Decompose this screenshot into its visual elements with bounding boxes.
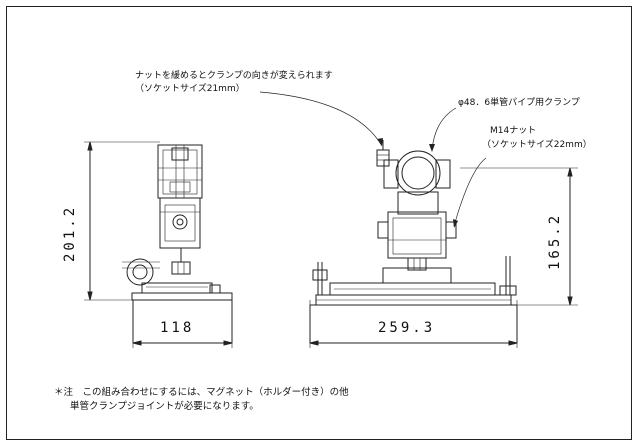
left-holder [141, 282, 213, 294]
m14-nut-label: M14ナット [490, 126, 537, 136]
left-width-value: 118 [160, 320, 195, 336]
leader-m14-nut [453, 157, 487, 227]
left-clamp-nut [171, 147, 189, 161]
right-clamp-neck [397, 191, 439, 215]
left-base-plate [131, 292, 233, 301]
left-height-arrow-top [87, 141, 93, 151]
left-bolt [172, 214, 188, 230]
leader-lines [259, 91, 487, 228]
nut-note-line2: （ソケットサイズ21mm） [135, 84, 245, 94]
right-width-value: 259.3 [378, 320, 436, 336]
right-m14-nut [445, 221, 457, 239]
pipe-clamp-label: φ48．6単管パイプ用クランプ [458, 98, 580, 108]
right-height-value: 165.2 [547, 212, 563, 270]
left-knob [209, 284, 221, 294]
left-post-nut [171, 261, 191, 275]
right-bracket [387, 211, 447, 259]
right-pipe-clamp [395, 150, 441, 196]
right-view [309, 140, 578, 348]
left-clamp [157, 144, 203, 199]
footnote-line2: 単管クランプジョイントが必要になります。 [70, 401, 259, 412]
leader-nut-note [259, 91, 383, 147]
leader-pipe-clamp [431, 107, 457, 151]
left-bracket [159, 197, 201, 249]
left-view [84, 141, 233, 348]
drawing-frame [6, 6, 632, 440]
left-height-value: 201.2 [62, 204, 78, 262]
right-clamp-hinge [383, 159, 399, 189]
m14-socket-size-label: （ソケットサイズ22mm） [482, 140, 592, 150]
right-adjust-nut [376, 149, 390, 167]
right-clamp-lock [435, 159, 451, 189]
right-bracket-bolt-left [377, 221, 389, 239]
right-height-arrow-top [567, 167, 573, 177]
right-height-arrow-bottom [567, 296, 573, 306]
footnote-line1: ＊注 この組み合わせにするには、マグネット（ホルダー付き）の他 [54, 387, 349, 398]
left-height-arrow-bottom [87, 291, 93, 301]
left-wheel [126, 258, 154, 286]
right-stand-base [382, 267, 452, 284]
nut-note-line1: ナットを緩めるとクランプの向きが変えられます [135, 71, 333, 81]
